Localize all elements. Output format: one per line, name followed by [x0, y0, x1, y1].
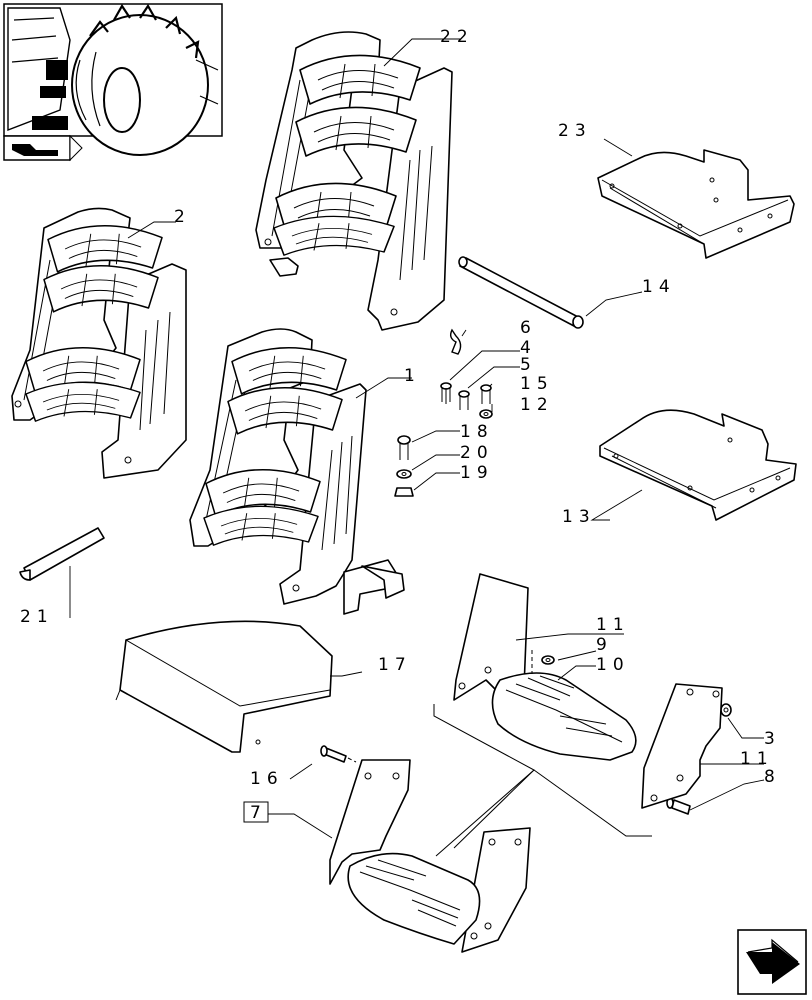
label-21: 21 — [20, 607, 54, 627]
hardware-small-parts — [320, 328, 732, 815]
label-10: 10 — [596, 655, 630, 675]
label-15: 15 — [520, 374, 554, 394]
label-4: 4 — [520, 338, 537, 358]
nut-19 — [394, 487, 414, 497]
leader-lines — [69, 38, 765, 857]
washer-9 — [541, 655, 555, 665]
label-7-box — [243, 801, 269, 823]
label-11-upper: 11 — [596, 615, 630, 635]
bolt-4 — [440, 382, 452, 404]
label-8: 8 — [764, 767, 781, 787]
next-page-arrow-icon[interactable] — [737, 929, 807, 995]
label-13: 13 — [562, 507, 596, 527]
label-6: 6 — [520, 318, 537, 338]
cover-17 — [115, 620, 333, 753]
bolt-5 — [458, 390, 470, 410]
label-1: 1 — [404, 366, 421, 386]
step-assembly-22 — [255, 31, 453, 331]
bracket-frame-23 — [597, 149, 795, 259]
label-9: 9 — [596, 635, 613, 655]
bolt-8 — [666, 797, 691, 815]
washer-3 — [720, 703, 732, 717]
label-17: 17 — [378, 655, 412, 675]
label-7: 7 — [250, 803, 267, 823]
label-14: 14 — [642, 277, 676, 297]
bolt-16 — [320, 745, 347, 763]
label-22: 22 — [440, 27, 474, 47]
label-2: 2 — [174, 207, 191, 227]
rod-14 — [458, 256, 584, 329]
washer-20 — [396, 469, 412, 479]
label-18: 18 — [460, 422, 494, 442]
channel-21 — [19, 527, 105, 581]
label-11-lower: 11 — [740, 749, 774, 769]
label-19: 19 — [460, 463, 494, 483]
label-12: 12 — [520, 395, 554, 415]
label-20: 20 — [460, 443, 494, 463]
washer-12 — [479, 409, 493, 419]
bolt-18 — [397, 435, 411, 460]
part-labels: 22 23 2 14 6 4 5 1 15 12 18 20 19 13 21 … — [20, 27, 781, 823]
label-3: 3 — [764, 729, 781, 749]
label-5: 5 — [520, 355, 537, 375]
bracket-frame-13 — [599, 409, 797, 521]
step-assembly-7 — [329, 759, 531, 953]
step-assembly-1 — [189, 328, 405, 615]
bolt-15 — [480, 384, 492, 404]
step-plate-11-10 — [453, 573, 637, 761]
label-16: 16 — [250, 769, 284, 789]
side-plate-11 — [641, 683, 723, 809]
label-23: 23 — [558, 121, 592, 141]
tractor-rear-wheel-thumbnail-icon[interactable] — [3, 3, 223, 162]
step-assembly-2 — [11, 207, 187, 479]
